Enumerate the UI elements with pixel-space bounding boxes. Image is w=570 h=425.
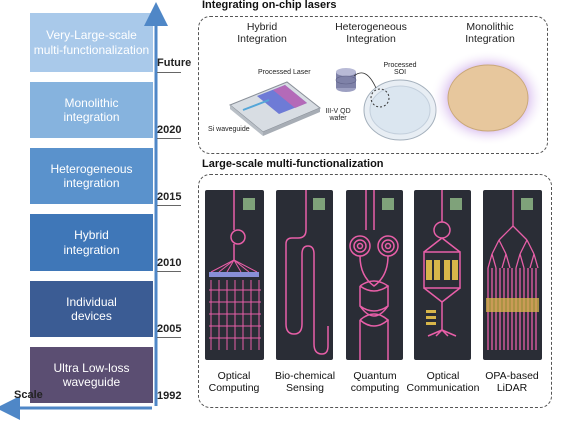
year-2010: 2010 [157,257,182,269]
optical-computing-circuit [209,190,261,350]
bio-chemical-sensing-circuit [285,190,329,355]
stage-label-line2: integration [63,242,120,257]
stage-label-line1: Individual [66,294,117,309]
lasers-box [198,16,548,154]
stage-label-line2: integration [63,176,120,190]
stage-label-line1: Hybrid [74,228,109,243]
year-future: Future [157,57,192,69]
stage-label-line2: waveguide [62,375,121,389]
year-1992: 1992 [157,390,182,402]
monolithic-integration-illustration [430,50,546,146]
stage-label-line2: multi-functionalization [33,42,150,57]
si-waveguide-label: Si waveguide [208,126,250,133]
heterogeneous-integration-illustration [335,68,437,141]
year-divider [157,72,181,73]
stage-label-line1: Very-Large-scale [46,28,137,43]
stage-label-line1: Monolithic [64,95,119,110]
stage-label-line1: Heterogeneous [50,161,133,176]
bottom-section-title: Large-scale multi-functionalization [202,158,384,170]
scale-label: Scale [14,389,43,401]
year-divider [157,271,181,272]
year-2005: 2005 [157,323,182,335]
stage-label-line2: devices [71,309,112,323]
processed-laser-label: Processed Laser [258,69,311,76]
year-2015: 2015 [157,191,182,203]
hybrid-integration-illustration [229,81,321,136]
optical-communication-circuit [423,190,462,337]
year-divider [157,205,181,206]
multi-functionalization-box [198,174,552,408]
stage-label-line2: integration [63,110,120,124]
opa-lidar-circuit [486,190,539,350]
year-divider [157,337,181,338]
stage-label-line1: Ultra Low-loss [53,360,130,375]
year-divider [157,138,181,139]
top-section-title: Integrating on-chip lasers [202,0,337,11]
quantum-computing-circuit [349,190,399,360]
year-2020: 2020 [157,124,182,136]
